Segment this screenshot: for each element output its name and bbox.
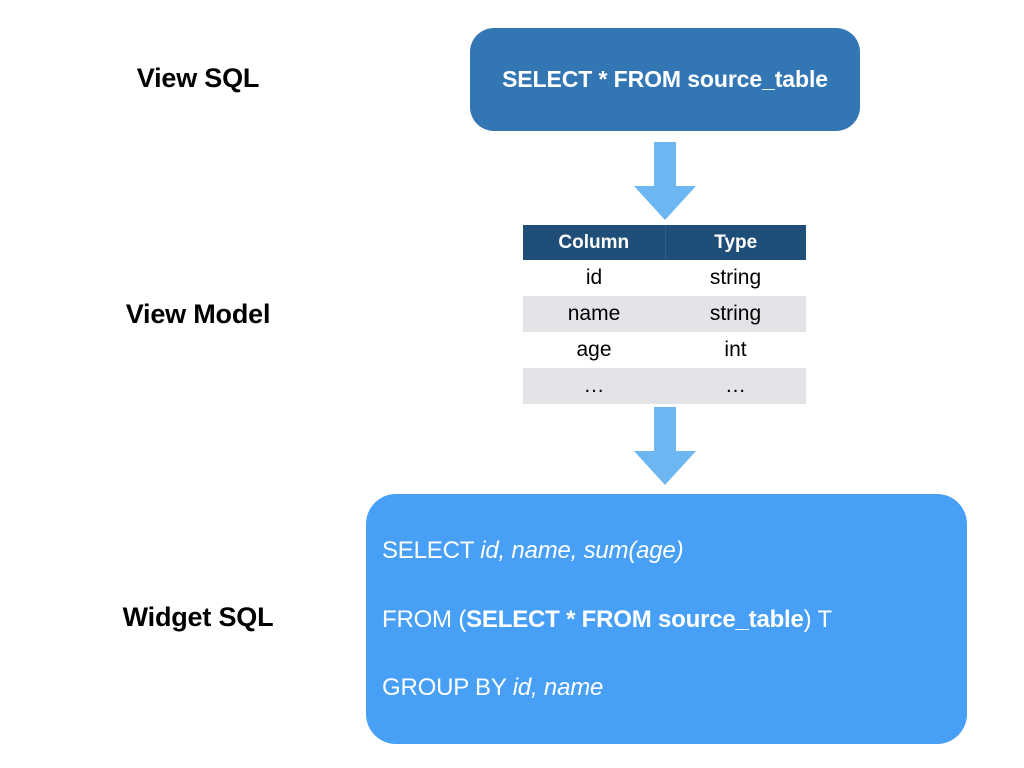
column-header-type: Type [664, 225, 806, 260]
sql-token-keyword: SELECT [382, 537, 481, 564]
widget-sql-box: SELECT id, name, sum(age) FROM (SELECT *… [366, 494, 967, 744]
cell-column-name: … [523, 368, 665, 404]
cell-column-type: … [665, 368, 806, 404]
table-row: age int [523, 332, 806, 368]
stage-label-widget-sql: Widget SQL [122, 602, 274, 632]
view-sql-statement: SELECT * FROM source_table [502, 66, 828, 92]
widget-sql-line-group-by: GROUP BY id, name [382, 674, 603, 702]
arrow-down-icon-view-sql-to-view-model [634, 142, 696, 220]
widget-sql-line-select: SELECT id, name, sum(age) [382, 537, 684, 565]
table-row: id string [523, 260, 806, 296]
sql-token-keyword: ( [458, 606, 467, 633]
sql-token-keyword: FROM [382, 606, 459, 633]
sql-token-keyword: ) [803, 606, 812, 633]
sql-token-keyword: T [811, 606, 833, 633]
cell-column-name: id [523, 260, 665, 296]
view-sql-box: SELECT * FROM source_table [470, 28, 860, 131]
stage-label-view-model: View Model [125, 299, 271, 329]
cell-column-type: string [665, 296, 806, 332]
sql-token-keyword: GROUP BY [382, 674, 513, 701]
widget-sql-line-from: FROM (SELECT * FROM source_table) T [382, 606, 832, 634]
table-row: … … [523, 368, 806, 404]
sql-token-subquery: SELECT * FROM source_table [466, 606, 804, 633]
sql-token-identifier: id, name, sum(age) [480, 537, 684, 564]
table-header-row: Column Type [523, 225, 806, 260]
sql-token-identifier: id, name [512, 674, 604, 701]
cell-column-type: int [665, 332, 806, 368]
column-header-column: Column [523, 225, 665, 260]
cell-column-name: name [523, 296, 665, 332]
cell-column-name: age [523, 332, 665, 368]
view-model-schema-table: Column Type id string name string age in… [523, 225, 806, 404]
arrow-down-icon-view-model-to-widget-sql [634, 407, 696, 485]
cell-column-type: string [665, 260, 806, 296]
stage-label-view-sql: View SQL [136, 63, 260, 93]
table-row: name string [523, 296, 806, 332]
